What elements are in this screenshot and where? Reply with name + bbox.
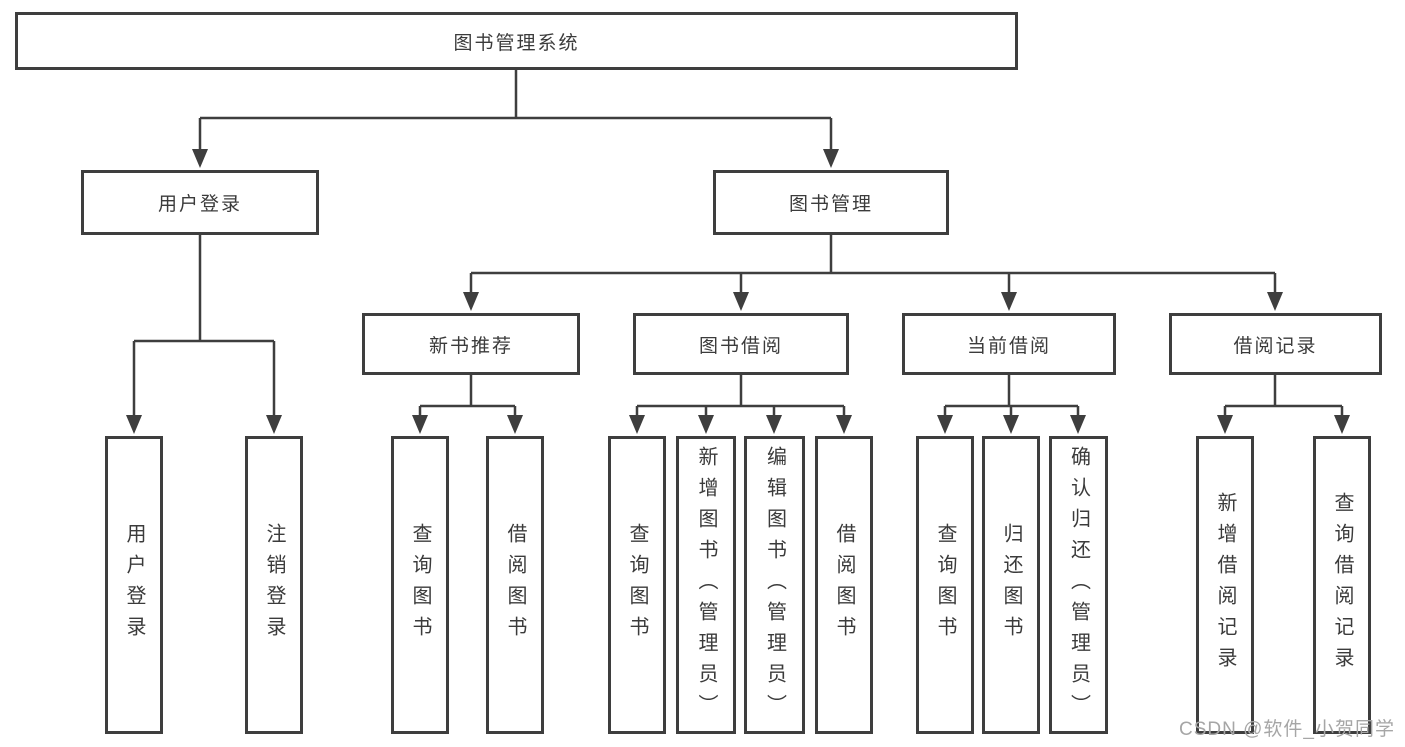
- leaf-add-books-admin: 新增图书（管理员）: [676, 436, 736, 734]
- leaf-return-books: 归还图书: [982, 436, 1040, 734]
- leaf-borrow-books: 借阅图书: [815, 436, 873, 734]
- node-book-management: 图书管理: [713, 170, 949, 235]
- leaf-add-borrow-record: 新增借阅记录: [1196, 436, 1254, 734]
- node-library-system-root: 图书管理系统: [15, 12, 1018, 70]
- node-new-book-recommend: 新书推荐: [362, 313, 580, 375]
- leaf-query-borrow-record: 查询借阅记录: [1313, 436, 1371, 734]
- leaf-query-books-borrow: 查询图书: [608, 436, 666, 734]
- leaf-borrow-books-recommend: 借阅图书: [486, 436, 544, 734]
- leaf-edit-books-admin: 编辑图书（管理员）: [744, 436, 805, 734]
- watermark: CSDN @软件_小贺同学: [1179, 719, 1395, 740]
- leaf-query-books-recommend: 查询图书: [391, 436, 449, 734]
- connector-segments: [132, 70, 1344, 419]
- node-borrowing-records: 借阅记录: [1169, 313, 1382, 375]
- leaf-confirm-return-admin: 确认归还（管理员）: [1049, 436, 1108, 734]
- leaf-logout-login: 注销登录: [245, 436, 303, 734]
- leaf-user-login: 用户登录: [105, 436, 163, 734]
- node-current-borrowing: 当前借阅: [902, 313, 1116, 375]
- node-book-borrowing: 图书借阅: [633, 313, 849, 375]
- node-user-login: 用户登录: [81, 170, 319, 235]
- leaf-query-books-current: 查询图书: [916, 436, 974, 734]
